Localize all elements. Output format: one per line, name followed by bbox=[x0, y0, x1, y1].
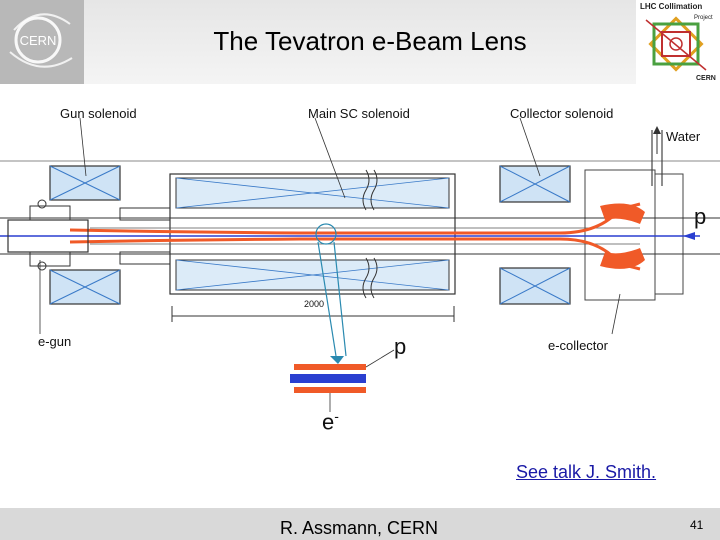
lhc-collimation-logo: LHC Collimation Project CERN bbox=[636, 0, 720, 84]
electron-beam bbox=[69, 202, 645, 271]
proton-beam bbox=[0, 232, 700, 240]
slide-footer bbox=[0, 508, 720, 540]
inset-electron-label: e- bbox=[322, 408, 339, 435]
reference-link[interactable]: See talk J. Smith. bbox=[516, 462, 657, 482]
gun-solenoid-label: Gun solenoid bbox=[60, 106, 137, 121]
dimension-line bbox=[171, 306, 455, 322]
inset-electron-superscript: - bbox=[334, 408, 339, 424]
zoom-beam bbox=[315, 223, 347, 364]
proton-label-right: p bbox=[694, 204, 707, 229]
main-sc-solenoid-label: Main SC solenoid bbox=[308, 106, 410, 121]
collector-solenoid-coils bbox=[499, 165, 684, 305]
water-pipe bbox=[651, 126, 663, 186]
inset-electron-symbol: e bbox=[322, 409, 335, 435]
main-sc-solenoid bbox=[169, 169, 456, 299]
inset-proton-label: p bbox=[394, 334, 407, 359]
slide-header: CERN The Tevatron e-Beam Lens LHC Collim… bbox=[0, 0, 720, 84]
e-gun-label: e-gun bbox=[38, 334, 72, 349]
slide-title: The Tevatron e-Beam Lens bbox=[213, 26, 527, 56]
footer-author: R. Assmann, CERN bbox=[280, 518, 439, 538]
lhc-logo-sub: Project bbox=[694, 15, 713, 21]
water-label: Water bbox=[666, 129, 701, 144]
e-collector-label: e-collector bbox=[548, 338, 608, 353]
cern-logo: CERN bbox=[0, 0, 84, 84]
gun-solenoid-coils bbox=[49, 165, 121, 305]
e-gun-body bbox=[7, 199, 171, 271]
inset-beams bbox=[290, 349, 395, 412]
collector-solenoid-label: Collector solenoid bbox=[510, 106, 614, 121]
lhc-logo-cern: CERN bbox=[696, 75, 716, 82]
dimension-label: 2000 bbox=[304, 299, 325, 309]
leader-lines bbox=[39, 117, 621, 335]
lhc-logo-title: LHC Collimation bbox=[640, 2, 702, 11]
cern-logo-text: CERN bbox=[20, 33, 57, 48]
header-band bbox=[0, 0, 636, 84]
e-beam-lens-diagram: Gun solenoid Main SC solenoid Collector … bbox=[0, 94, 720, 444]
page-number: 41 bbox=[690, 518, 704, 532]
diagram-drawing bbox=[0, 117, 720, 412]
